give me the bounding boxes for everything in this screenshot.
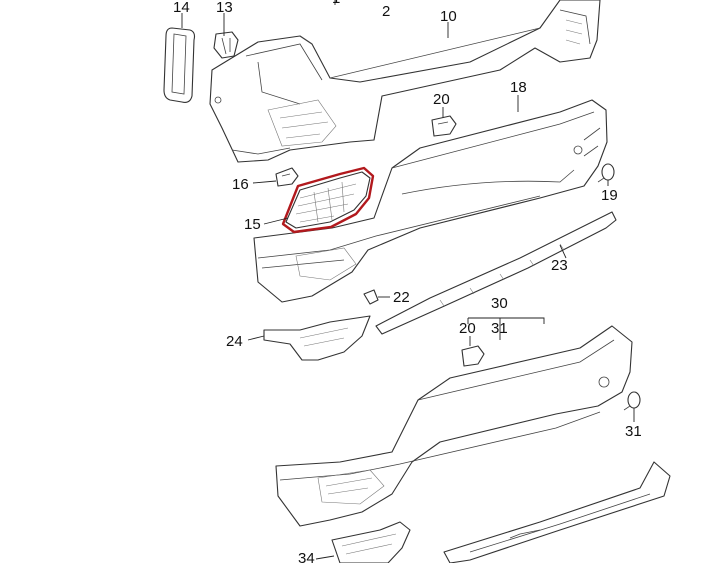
- part-31-ring: [623, 391, 641, 411]
- label-1: 1: [332, 0, 340, 7]
- part-34-frame: [331, 521, 411, 563]
- upper-bumper-cover: [209, 0, 601, 163]
- label-23: 23: [551, 257, 568, 274]
- label-13: 13: [216, 0, 233, 16]
- label-10: 10: [440, 8, 457, 25]
- label-34: 34: [298, 550, 315, 563]
- part-16-bracket: [275, 167, 299, 187]
- part-15-highlight-outline: [281, 166, 375, 234]
- label-19: 19: [601, 187, 618, 204]
- leader-lines: [181, 0, 635, 560]
- part-20-bracket-upper: [431, 115, 457, 137]
- lower-bumper-cover: [275, 325, 633, 527]
- part-23-trim-strip: [375, 211, 617, 335]
- label-18: 18: [510, 79, 527, 96]
- label-2: 2: [382, 3, 390, 20]
- label-31-lower: 31: [625, 423, 642, 440]
- part-13-clip: [213, 31, 239, 59]
- label-15: 15: [244, 216, 261, 233]
- label-14: 14: [173, 0, 190, 16]
- part-14-plate: [163, 27, 196, 103]
- part-19-ring: [597, 163, 615, 183]
- part-15-grille: [281, 166, 375, 234]
- label-31-upper: 31: [491, 320, 508, 337]
- part-22-nut: [363, 289, 379, 305]
- lower-skid-plate: [443, 461, 671, 563]
- part-20-bracket-lower: [461, 345, 485, 367]
- label-16: 16: [232, 176, 249, 193]
- callout-labels: 14 13 1 2 10 16 15 20 18 19 22 23 24 30 …: [173, 0, 642, 563]
- label-20-upper: 20: [433, 91, 450, 108]
- part-24-frame: [263, 315, 371, 361]
- label-22: 22: [393, 289, 410, 306]
- middle-bumper-cover: [253, 99, 608, 303]
- label-20-lower: 20: [459, 320, 476, 337]
- label-24: 24: [226, 333, 243, 350]
- label-30: 30: [491, 295, 508, 312]
